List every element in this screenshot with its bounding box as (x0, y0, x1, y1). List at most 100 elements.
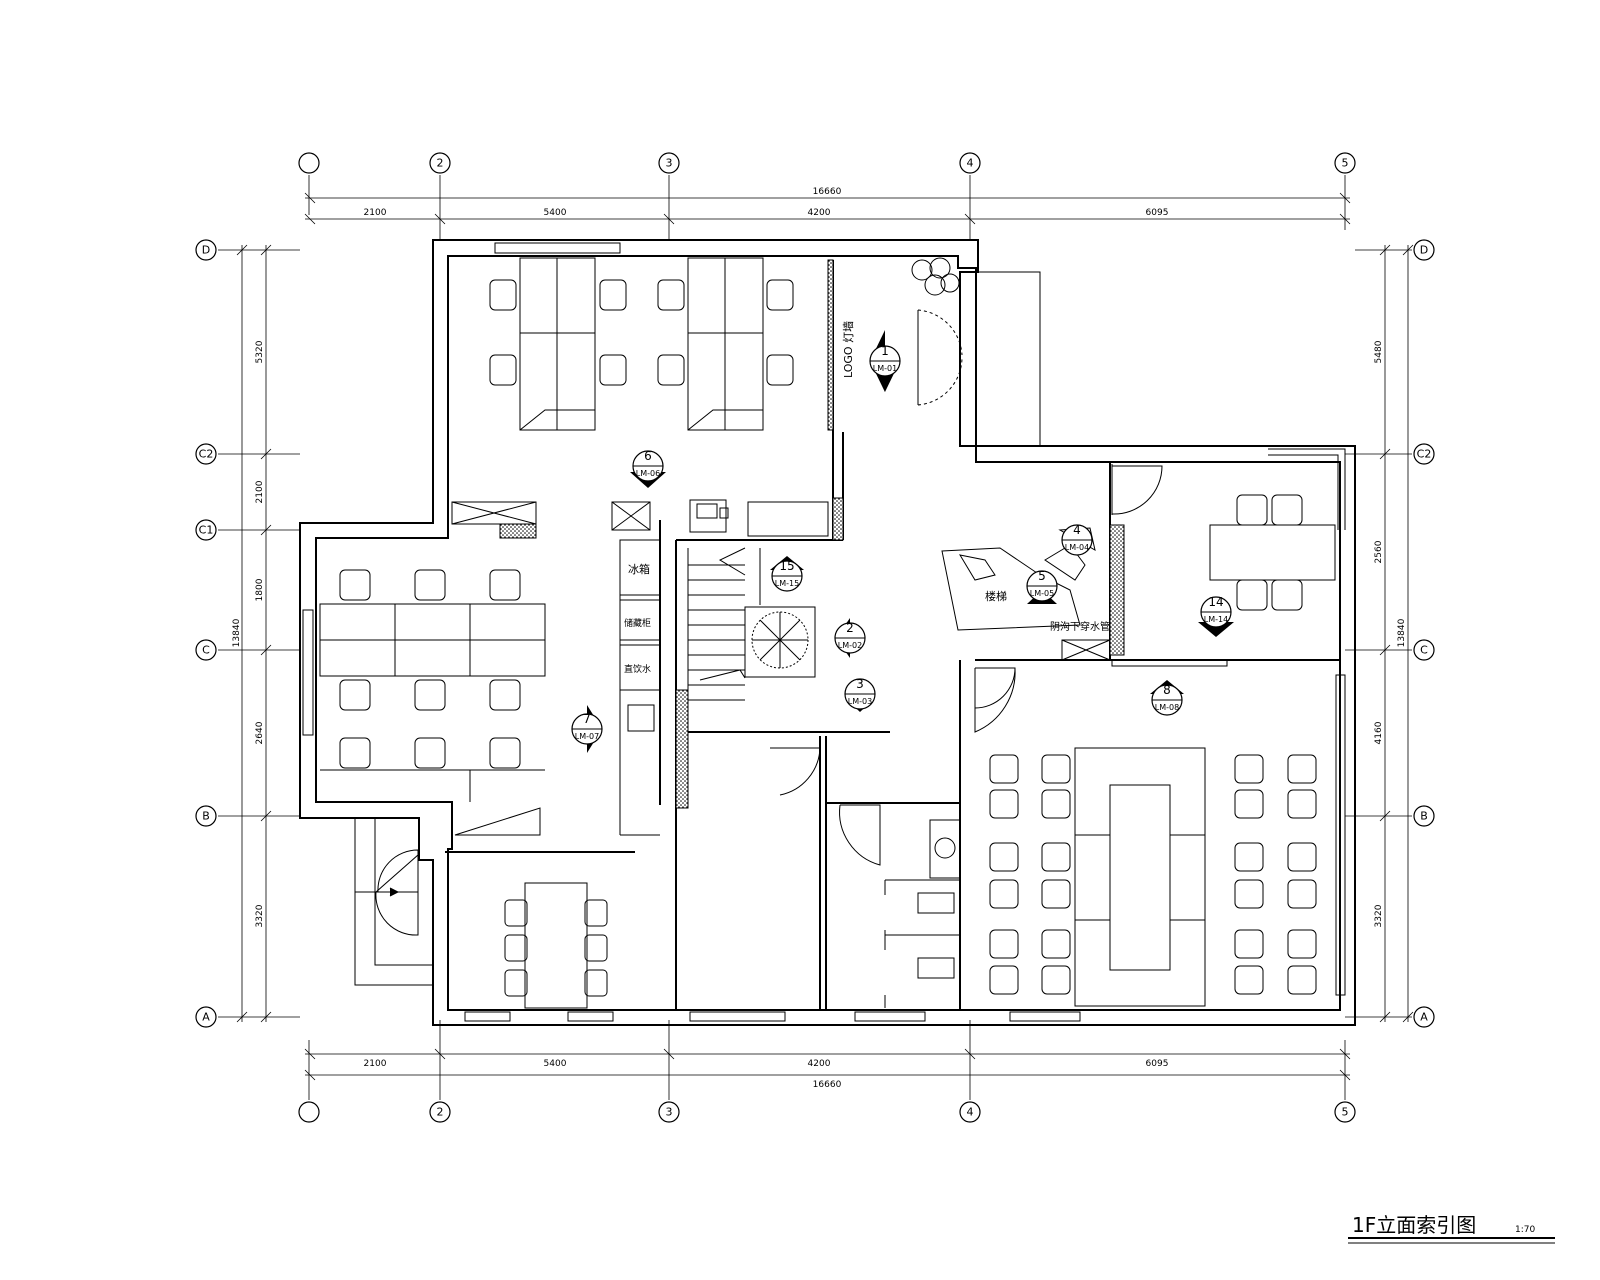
dim-label: 5400 (544, 208, 567, 218)
office-workstations-north (519, 257, 764, 431)
grid-bubble-right: D C2 C B A (1413, 239, 1435, 1028)
stair (687, 547, 816, 701)
elevation-marker: 2 LM-02 (834, 618, 866, 658)
axis-lines (218, 175, 1412, 1100)
grid-label: A (1420, 1011, 1428, 1024)
dim-label: 2100 (364, 1059, 387, 1069)
marker-ref: LM-03 (848, 697, 872, 706)
marker-ref: LM-14 (1204, 615, 1228, 624)
grid-label: 3 (666, 1106, 673, 1119)
stair-label: 楼梯 (985, 589, 1007, 603)
large-meeting-room (989, 747, 1317, 1007)
dim-label: 5400 (544, 1059, 567, 1069)
grid-bubble-left: D C2 C1 C B A (195, 239, 217, 1028)
elevation-marker: 6 LM-06 (630, 449, 666, 488)
grid-label: A (202, 1011, 210, 1024)
dim-label: 4200 (808, 208, 831, 218)
elevation-marker: 1 LM-01 (869, 330, 901, 392)
cabinet-label: 储藏柜 (624, 617, 651, 629)
grid-label: D (1420, 244, 1428, 257)
marker-ref: LM-06 (636, 469, 660, 478)
dim-label: 4200 (808, 1059, 831, 1069)
dim-label: 2560 (1374, 540, 1384, 563)
grid-label: 5 (1342, 1106, 1349, 1119)
dim-label: 2100 (364, 208, 387, 218)
cabinet-label: 冰箱 (628, 562, 650, 576)
dim-label: 5480 (1374, 340, 1384, 363)
office-west-desks (319, 569, 546, 802)
grid-label: C (1420, 644, 1428, 657)
dimension-left (236, 244, 272, 1023)
marker-ref: LM-08 (1155, 703, 1179, 712)
dim-total-left: 13840 (232, 618, 242, 647)
dim-label: 2640 (255, 721, 265, 744)
dimension-right (1379, 244, 1414, 1023)
marker-number: 8 (1163, 683, 1171, 697)
marker-number: 5 (1038, 569, 1046, 583)
grid-label: 3 (666, 157, 673, 170)
marker-number: 1 (881, 344, 889, 358)
cabinet-label: 直饮水 (624, 663, 651, 675)
marker-number: 2 (846, 621, 854, 635)
toilets (884, 819, 961, 1008)
grid-label: B (1420, 810, 1428, 823)
dim-label: 6095 (1146, 208, 1169, 218)
title-block: 1F立面索引图 1:70 (1348, 1213, 1555, 1244)
doors (354, 309, 1163, 986)
dim-label: 4160 (1374, 721, 1384, 744)
elevation-marker: 14 LM-14 (1198, 595, 1234, 637)
dim-total-right: 13840 (1397, 618, 1407, 647)
elevation-marker: 5 LM-05 (1026, 569, 1058, 604)
marker-ref: LM-15 (775, 579, 799, 588)
grid-label: C1 (199, 524, 214, 537)
dim-label: 3320 (1374, 904, 1384, 927)
marker-number: 14 (1208, 595, 1223, 609)
grid-label: 2 (437, 157, 444, 170)
grid-label: 4 (967, 157, 974, 170)
grid-label: C2 (199, 448, 214, 461)
dim-label: 3320 (255, 904, 265, 927)
dim-total-bottom: 16660 (813, 1080, 842, 1090)
office-east (1209, 494, 1336, 611)
elevation-marker: 8 LM-08 (1150, 680, 1184, 716)
logo-wall-label: LOGO 灯墙 (841, 321, 855, 378)
dim-label: 6095 (1146, 1059, 1169, 1069)
dimension-top (304, 192, 1351, 225)
grid-label: 5 (1342, 157, 1349, 170)
grid-label: C (202, 644, 210, 657)
grid-label: 4 (967, 1106, 974, 1119)
marker-number: 15 (779, 559, 794, 573)
dimension-bottom (304, 1048, 1351, 1081)
plant-icon (751, 611, 809, 669)
elevation-markers: 1 LM-01 2 LM-02 3 LM-03 4 LM-04 (571, 330, 1234, 753)
pantry-cabinets (619, 539, 661, 732)
windows (302, 242, 1346, 1022)
marker-ref: LM-02 (838, 641, 862, 650)
shafts (451, 501, 1111, 836)
marker-number: 6 (644, 449, 652, 463)
marker-number: 3 (856, 677, 864, 691)
marker-ref: LM-07 (575, 732, 599, 741)
grid-bubbles: 2 3 4 5 2 3 4 5 D C2 C1 C B A D C2 C B A (195, 152, 1435, 1123)
marker-number: 4 (1073, 523, 1081, 537)
marker-number: 7 (583, 712, 591, 726)
elevation-marker: 4 LM-04 (1061, 523, 1093, 556)
grid-label: D (202, 244, 210, 257)
stair-note-label: 阴沟下穿水管 (1050, 620, 1110, 633)
hatched-walls (499, 259, 1125, 809)
grid-label: 2 (437, 1106, 444, 1119)
elevation-marker: 15 LM-15 (770, 556, 804, 592)
drawing-scale: 1:70 (1515, 1225, 1535, 1235)
dim-label: 5320 (255, 340, 265, 363)
elevation-marker: 3 LM-03 (844, 677, 876, 712)
lobby-plants (911, 257, 960, 296)
grid-label: C2 (1417, 448, 1432, 461)
copier (689, 499, 729, 533)
marker-ref: LM-01 (873, 364, 897, 373)
grid-label: B (202, 810, 210, 823)
dim-total-top: 16660 (813, 187, 842, 197)
drawing-title: 1F立面索引图 (1352, 1213, 1476, 1237)
elevation-marker: 7 LM-07 (571, 705, 603, 753)
chairs-north-office (489, 279, 794, 386)
